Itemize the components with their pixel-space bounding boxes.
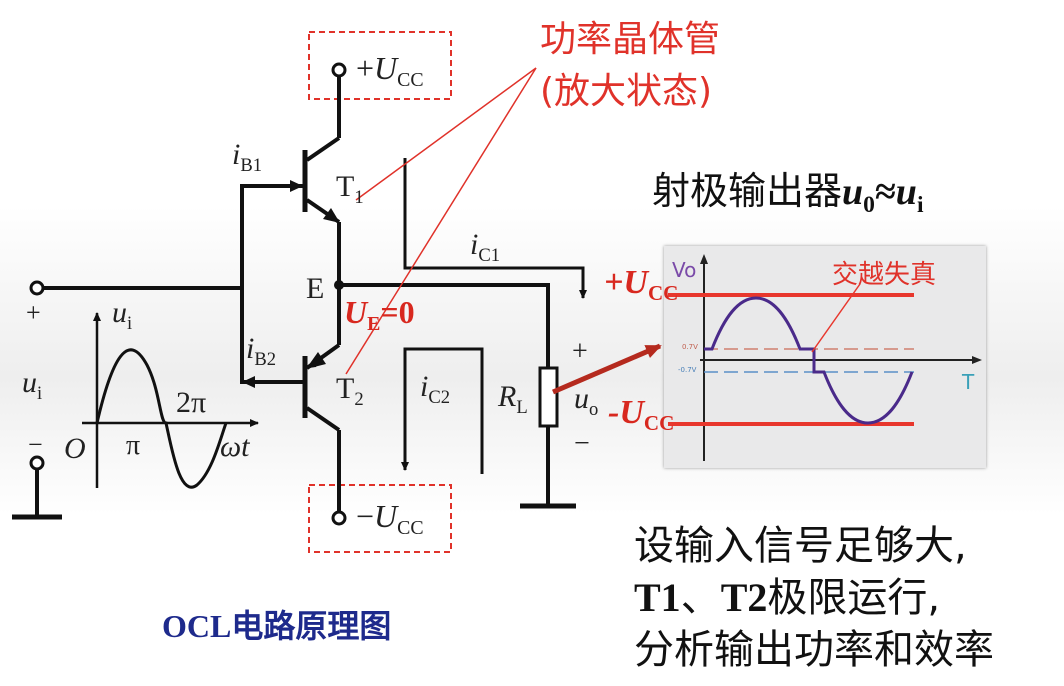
- note-line2: T1、T2极限运行,: [634, 575, 941, 621]
- vcc-neg-label: −UCC: [356, 498, 424, 539]
- ic2-label: iC2: [420, 370, 451, 408]
- callout-title: 功率晶体管: [540, 19, 721, 60]
- base-drive-t1: [240, 184, 303, 288]
- callout-subtitle: (放大状态): [540, 71, 713, 112]
- note-line1: 设输入信号足够大,: [634, 523, 967, 569]
- t1-label: T1: [336, 170, 364, 208]
- ib1-label: iB1: [232, 138, 263, 176]
- oscilloscope-panel: Vo T 交越失真 0.7V -0.7V: [664, 246, 986, 468]
- vcc-neg-box: [308, 484, 452, 553]
- vcc-pos-box: [308, 31, 452, 100]
- rl-label: RL: [498, 380, 528, 418]
- ic2-current-arrow: [401, 347, 484, 474]
- t2-label: T2: [336, 372, 364, 410]
- input-terminal: [29, 280, 45, 296]
- output-plus: +: [572, 336, 588, 367]
- pi-label: π: [126, 430, 141, 461]
- ic1-current-arrow: [403, 158, 587, 299]
- ue-zero-label: UE=0: [344, 294, 415, 335]
- note-line3: 分析输出功率和效率: [634, 627, 994, 673]
- scope-ucc-pos-label: +UCC: [604, 264, 679, 306]
- origin-label: O: [64, 432, 86, 465]
- output-wire: [339, 283, 550, 368]
- emitter-label: E: [306, 272, 325, 305]
- rl-to-scope-arrow: [552, 343, 662, 395]
- input-sine-wave: [95, 348, 228, 489]
- crossover-pointer: [811, 283, 861, 353]
- load-resistor: [538, 366, 559, 428]
- vcc-pos-terminal: [331, 62, 347, 78]
- ui-label-left: ui: [22, 366, 43, 404]
- uo-label: uo: [574, 382, 599, 420]
- t2-collector: [305, 406, 341, 432]
- t1-emitter-arrow: [323, 208, 340, 223]
- input-minus: −: [28, 430, 43, 459]
- callout-line-t1: [355, 67, 537, 201]
- scope-vo-label: Vo: [672, 258, 697, 282]
- ui-wave-axis-label: ui: [112, 296, 133, 334]
- input-plus: +: [26, 298, 41, 327]
- ib2-arrow: [242, 376, 255, 388]
- vcc-pos-label: +UCC: [356, 50, 424, 91]
- ib1-arrow: [290, 180, 303, 192]
- ic1-label: iC1: [470, 228, 501, 266]
- t2-emitter-arrowhead: [306, 352, 326, 369]
- scope-tick-pos: 0.7V: [682, 343, 698, 351]
- emitter-follower-heading: 射极输出器u0≈ui: [652, 169, 924, 219]
- scope-t-label: T: [962, 370, 975, 394]
- crossover-waveform: [668, 254, 982, 461]
- vcc-neg-terminal: [331, 510, 347, 526]
- two-pi-label: 2π: [176, 386, 207, 419]
- scope-haxis-arrow: [972, 356, 982, 364]
- scope-ucc-neg-label: -UCC: [608, 394, 675, 436]
- omega-t-label: ωt: [220, 430, 250, 463]
- scope-vaxis-arrow: [700, 254, 708, 264]
- output-minus: −: [574, 428, 590, 459]
- callout-line-t2: [345, 67, 537, 375]
- crossover-label: 交越失真: [832, 260, 937, 290]
- t1-collector: [305, 136, 341, 162]
- scope-tick-neg: -0.7V: [678, 366, 697, 374]
- ib2-label: iB2: [246, 332, 277, 370]
- diagram-caption: OCL电路原理图: [162, 607, 392, 645]
